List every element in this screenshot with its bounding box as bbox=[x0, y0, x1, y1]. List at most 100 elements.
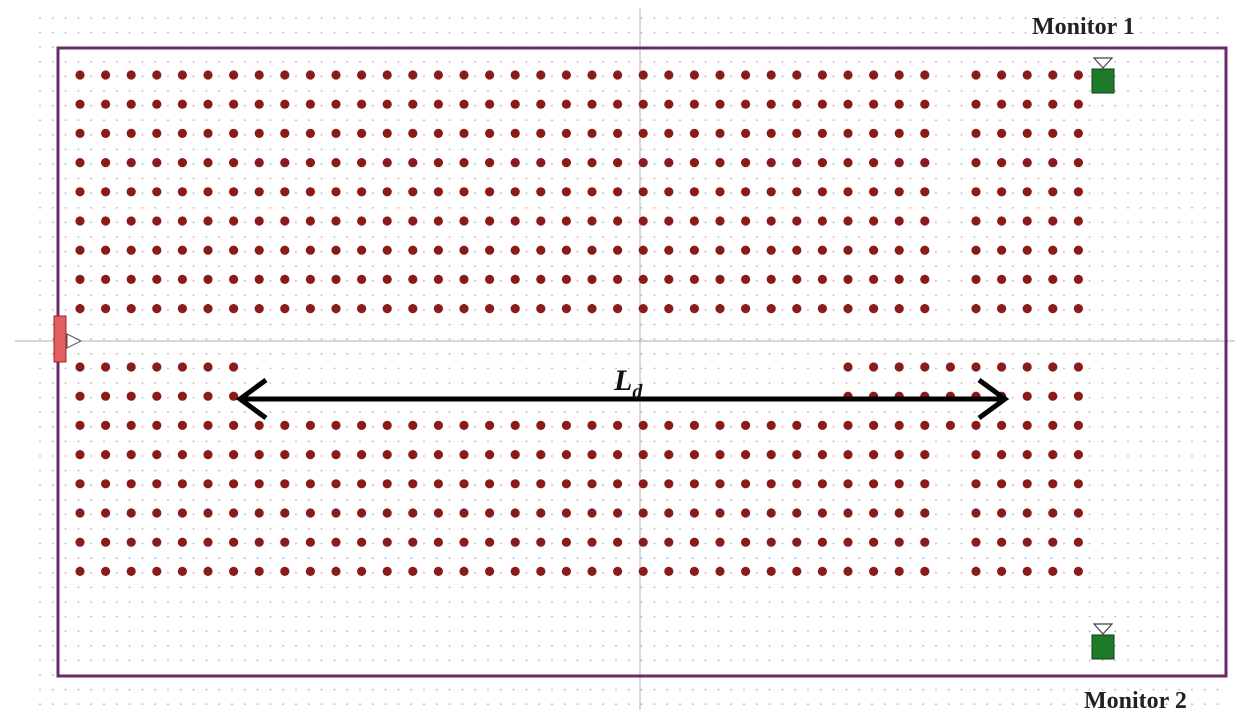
grid-dot bbox=[410, 411, 413, 414]
grid-dot bbox=[51, 46, 54, 49]
grid-dot bbox=[883, 90, 886, 92]
grid-dot bbox=[691, 119, 694, 122]
grid-dot bbox=[269, 279, 272, 282]
grid-dot bbox=[602, 323, 605, 326]
grid-dot bbox=[448, 703, 451, 706]
grid-dot bbox=[1101, 484, 1104, 487]
grid-dot bbox=[986, 484, 989, 487]
grid-dot bbox=[141, 163, 144, 165]
grid-dot bbox=[1152, 60, 1155, 63]
grid-dot bbox=[743, 352, 745, 355]
grid-dot bbox=[909, 484, 912, 487]
grid-dot bbox=[1203, 206, 1206, 209]
grid-dot bbox=[615, 411, 617, 414]
grid-dot bbox=[1088, 163, 1091, 165]
grid-dot bbox=[551, 659, 553, 662]
grid-dot bbox=[986, 513, 989, 516]
dielectric-rod bbox=[894, 245, 904, 255]
dielectric-rod bbox=[766, 245, 776, 255]
grid-dot bbox=[243, 484, 246, 487]
grid-dot bbox=[346, 659, 349, 662]
grid-dot bbox=[141, 659, 144, 662]
grid-dot bbox=[1114, 309, 1117, 311]
grid-dot bbox=[51, 323, 54, 326]
grid-dot bbox=[1037, 425, 1040, 428]
grid-dot bbox=[807, 250, 809, 253]
grid-dot bbox=[1011, 148, 1014, 151]
grid-dot bbox=[128, 630, 131, 633]
grid-dot bbox=[435, 338, 438, 341]
grid-dot bbox=[115, 309, 118, 311]
grid-dot bbox=[410, 615, 413, 618]
grid-dot bbox=[141, 469, 144, 472]
grid-dot bbox=[269, 294, 272, 297]
grid-dot bbox=[525, 615, 528, 618]
grid-dot bbox=[1075, 177, 1078, 180]
grid-dot bbox=[999, 615, 1001, 618]
grid-dot bbox=[1127, 455, 1129, 457]
grid-dot bbox=[563, 236, 566, 238]
grid-dot bbox=[205, 586, 208, 589]
grid-dot bbox=[679, 221, 681, 224]
grid-dot bbox=[755, 177, 758, 180]
grid-dot bbox=[1088, 382, 1091, 384]
grid-dot bbox=[167, 455, 169, 457]
grid-dot bbox=[167, 615, 169, 618]
grid-dot bbox=[627, 615, 630, 618]
grid-dot bbox=[218, 177, 221, 180]
grid-dot bbox=[807, 75, 809, 78]
grid-dot bbox=[487, 557, 489, 560]
grid-dot bbox=[973, 236, 976, 238]
grid-dot bbox=[51, 440, 54, 443]
grid-dot bbox=[743, 31, 745, 34]
grid-dot bbox=[640, 265, 643, 268]
grid-dot bbox=[384, 644, 387, 647]
dielectric-rod bbox=[741, 420, 751, 430]
dielectric-rod bbox=[101, 362, 111, 372]
grid-dot bbox=[1011, 440, 1014, 443]
grid-dot bbox=[141, 221, 144, 224]
grid-dot bbox=[167, 265, 169, 268]
grid-dot bbox=[1063, 104, 1065, 107]
grid-dot bbox=[397, 119, 400, 122]
grid-dot bbox=[423, 411, 425, 414]
grid-dot bbox=[1203, 703, 1206, 706]
dielectric-rod bbox=[715, 128, 725, 138]
grid-dot bbox=[179, 703, 182, 706]
grid-dot bbox=[960, 250, 963, 253]
grid-dot bbox=[295, 644, 297, 647]
grid-dot bbox=[141, 601, 144, 603]
grid-dot bbox=[320, 75, 323, 78]
grid-dot bbox=[1178, 133, 1181, 136]
grid-dot bbox=[986, 323, 989, 326]
dielectric-rod bbox=[843, 274, 853, 284]
dielectric-rod bbox=[126, 508, 136, 518]
grid-dot bbox=[819, 352, 822, 355]
grid-dot bbox=[384, 557, 387, 560]
dielectric-rod bbox=[817, 420, 828, 430]
dielectric-rod bbox=[126, 420, 136, 430]
grid-dot bbox=[423, 425, 425, 428]
grid-dot bbox=[832, 469, 835, 472]
grid-dot bbox=[1037, 513, 1040, 516]
grid-dot bbox=[819, 236, 822, 238]
grid-dot bbox=[986, 265, 989, 268]
grid-dot bbox=[384, 236, 387, 238]
grid-dot bbox=[627, 644, 630, 647]
grid-dot bbox=[563, 528, 566, 530]
grid-dot bbox=[269, 323, 272, 326]
grid-dot bbox=[487, 323, 489, 326]
grid-dot bbox=[896, 60, 899, 63]
grid-dot bbox=[1063, 411, 1065, 414]
grid-dot bbox=[730, 586, 733, 589]
dielectric-rod bbox=[561, 420, 572, 430]
grid-dot bbox=[307, 206, 310, 209]
grid-dot bbox=[819, 323, 822, 326]
grid-dot bbox=[1075, 469, 1078, 472]
grid-dot bbox=[1114, 60, 1117, 63]
grid-dot bbox=[525, 60, 528, 63]
dielectric-rod bbox=[485, 158, 495, 168]
grid-dot bbox=[1088, 396, 1091, 399]
grid-dot bbox=[487, 367, 489, 370]
grid-dot bbox=[653, 644, 656, 647]
